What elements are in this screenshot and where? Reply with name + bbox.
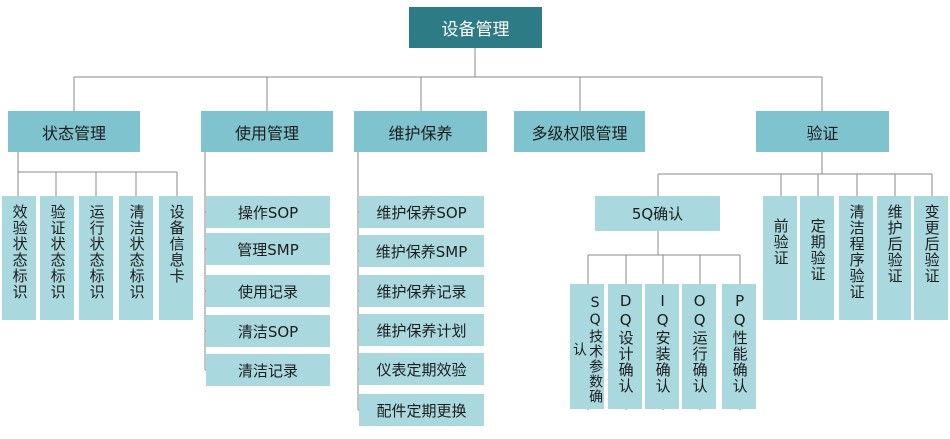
node-5q-confirmation: 5Q确认 xyxy=(595,196,720,231)
usage-item: 清洁SOP xyxy=(206,315,330,347)
maintenance-item: 维护保养SMP xyxy=(359,235,484,267)
usage-item: 清洁记录 xyxy=(206,354,330,386)
usage-item: 操作SOP xyxy=(206,196,330,228)
fiveq-item: IQ安装确认 xyxy=(645,284,679,409)
maintenance-item: 仪表定期效验 xyxy=(359,353,484,385)
status-item: 运行状态标识 xyxy=(79,196,113,320)
validation-item: 前验证 xyxy=(763,196,797,320)
fiveq-item: SQ技术参数确认 xyxy=(570,284,604,409)
validation-item: 变更后验证 xyxy=(914,196,948,320)
validation-item: 维护后验证 xyxy=(877,196,911,320)
maintenance-item: 维护保养SOP xyxy=(359,196,484,228)
fiveq-item: PQ性能确认 xyxy=(722,284,756,409)
maintenance-item: 配件定期更换 xyxy=(359,394,484,426)
node-permission-management: 多级权限管理 xyxy=(514,111,645,152)
fiveq-item: OQ运行确认 xyxy=(682,284,716,409)
maintenance-item: 维护保养计划 xyxy=(359,314,484,346)
node-validation: 验证 xyxy=(756,111,889,152)
validation-item: 定期验证 xyxy=(800,196,834,320)
validation-item: 清洁程序验证 xyxy=(839,196,873,320)
node-status-management: 状态管理 xyxy=(8,111,140,152)
maintenance-item: 维护保养记录 xyxy=(359,275,484,307)
status-item: 验证状态标识 xyxy=(40,196,74,320)
status-item: 设备信息卡 xyxy=(159,196,193,320)
node-usage-management: 使用管理 xyxy=(201,111,333,152)
status-item: 效验状态标识 xyxy=(2,196,36,320)
root-node: 设备管理 xyxy=(409,7,542,48)
status-item: 清洁状态标识 xyxy=(119,196,153,320)
usage-item: 使用记录 xyxy=(206,275,330,307)
node-maintenance: 维护保养 xyxy=(354,111,487,152)
usage-item: 管理SMP xyxy=(206,233,330,265)
fiveq-item: DQ设计确认 xyxy=(608,284,642,409)
